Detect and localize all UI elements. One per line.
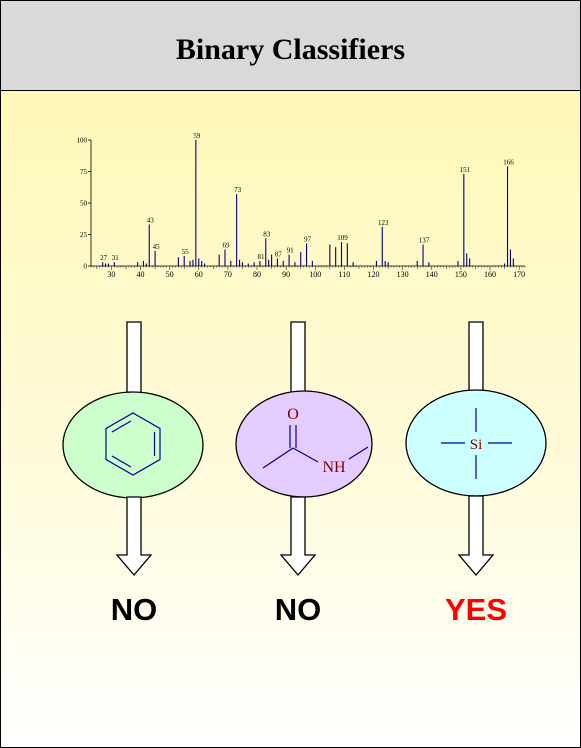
x-tick-label: 90 — [282, 270, 290, 279]
title-bar: Binary Classifiers — [1, 1, 580, 91]
input-arrow-1 — [126, 321, 142, 396]
answer-silyl: YES — [444, 592, 508, 627]
x-tick-label: 150 — [455, 270, 467, 279]
peak-label: 73 — [234, 186, 242, 194]
x-tick-label: 130 — [397, 270, 409, 279]
peak-label: 31 — [112, 254, 120, 262]
double-bond-3 — [111, 455, 132, 468]
x-tick-label: 70 — [224, 270, 232, 279]
output-arrow-1 — [115, 496, 153, 577]
n-methyl-bond — [348, 446, 369, 460]
methyl-bond — [262, 447, 294, 469]
input-arrow-3 — [468, 321, 484, 396]
peak-label: 55 — [182, 248, 190, 256]
y-tick-label: 0 — [84, 263, 88, 271]
silicon-label: Si — [470, 437, 483, 453]
x-tick-label: 80 — [253, 270, 261, 279]
classifier-node-benzene — [62, 391, 204, 499]
benzene-ring-bonds — [105, 412, 161, 476]
x-tick-label: 160 — [484, 270, 496, 279]
y-tick-label: 50 — [80, 200, 88, 208]
double-bond-2 — [111, 420, 132, 433]
peak-label: 45 — [153, 243, 161, 251]
x-tick-label: 110 — [339, 270, 351, 279]
peak-label: 137 — [419, 237, 430, 245]
peak-label: 97 — [304, 235, 312, 243]
classifier-silyl: Si — [405, 321, 547, 577]
peak-label: 83 — [263, 230, 271, 238]
peak-label: 81 — [257, 253, 265, 261]
y-tick-label: 25 — [80, 231, 88, 239]
classifier-amide: O NH — [235, 321, 373, 577]
peak-label: 87 — [275, 250, 283, 258]
x-tick-label: 30 — [107, 270, 115, 279]
peak-label: 69 — [222, 242, 230, 250]
y-tick-label: 75 — [80, 168, 88, 176]
peak-label: 43 — [147, 216, 155, 224]
output-arrow-3 — [457, 495, 495, 577]
answer-amide: NO — [274, 592, 322, 627]
peak-label: 166 — [503, 158, 514, 166]
peak-label: 109 — [337, 234, 348, 242]
y-tick-label: 100 — [77, 137, 88, 145]
x-tick-label: 50 — [166, 270, 174, 279]
answer-benzene: NO — [110, 592, 158, 627]
x-tick-label: 170 — [513, 270, 525, 279]
x-tick-label: 140 — [426, 270, 438, 279]
x-tick-label: 60 — [195, 270, 203, 279]
peak-label: 151 — [460, 166, 471, 174]
amide-structure — [262, 425, 369, 469]
peak-label: 91 — [287, 247, 295, 255]
slide-title: Binary Classifiers — [175, 33, 406, 66]
x-tick-label: 40 — [137, 270, 145, 279]
x-tick-label: 120 — [368, 270, 380, 279]
input-arrow-2 — [290, 321, 306, 396]
silyl-structure — [441, 408, 512, 479]
classifier-benzene — [62, 321, 204, 577]
x-tick-label: 100 — [309, 270, 321, 279]
peak-label: 123 — [378, 219, 389, 227]
oxygen-label: O — [287, 406, 299, 423]
benzene-structure — [105, 412, 161, 476]
nitrogen-label: NH — [322, 459, 346, 476]
amide-cn-bond — [292, 447, 319, 463]
peak-label: 27 — [100, 254, 108, 262]
peak-label: 59 — [193, 132, 201, 140]
classifier-node-amide — [235, 390, 373, 498]
output-arrow-2 — [279, 496, 317, 577]
